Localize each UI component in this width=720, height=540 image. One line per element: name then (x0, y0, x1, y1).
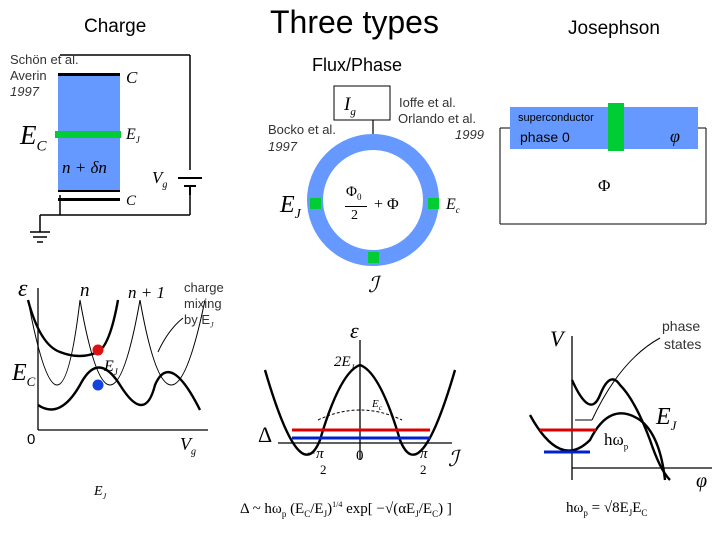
cp-bottom-E-J: EJ (94, 484, 107, 501)
charge-circuit (30, 54, 191, 243)
pp-hw: hωp (604, 430, 629, 452)
ref-year: 1997 (10, 84, 39, 99)
junction-bottom (368, 252, 379, 263)
cp-charge-mixing-2: mixing (184, 296, 222, 311)
ref-schon: Schön et al. (10, 52, 79, 67)
fp-epsilon: ε (350, 318, 359, 343)
cap-C-top: C (126, 68, 138, 87)
ref-averin: Averin (10, 68, 47, 83)
gate-plate (58, 190, 120, 192)
phase-plot (528, 336, 712, 481)
cp-charge-mixing-1: charge (184, 280, 224, 295)
fp-formula: Δ ~ hωp (EC/EJ)1/4 exp[ −√(αEJ/EC) ] (240, 500, 452, 519)
fp-Delta: Δ (258, 422, 273, 447)
capacitor-bottom-plate (58, 198, 120, 201)
cp-E-C: EC (12, 360, 36, 389)
cp-V-g: Vg (180, 434, 196, 458)
cp-E-J: EJ (104, 358, 118, 378)
capacitor-top-plate (58, 73, 120, 76)
label-n-dn: n + δn (62, 158, 107, 177)
cp-epsilon: ε (18, 276, 28, 302)
label-Phi: Φ (598, 176, 611, 195)
header-josephson: Josephson (568, 18, 660, 39)
current-source-box (333, 85, 391, 121)
fp-E-c: Ec (372, 398, 382, 413)
pp-phi: φ (696, 470, 708, 492)
flux-plot (263, 340, 457, 460)
label-I-g: Ig (344, 94, 356, 118)
label-phase-0: phase 0 (520, 129, 570, 145)
flux-fancy-I: ℐ (368, 272, 379, 297)
flux-plus-phi: + Φ (374, 196, 399, 213)
cp-charge-mixing-3: by EJ (184, 312, 214, 330)
pp-states: states (664, 336, 702, 352)
header-main-title: Three types (270, 4, 439, 40)
ref-orlando-year: 1999 (455, 127, 484, 142)
point-blue (92, 379, 104, 391)
flux-ring (307, 134, 439, 266)
charge-plot (26, 288, 208, 431)
flux-half: 2 (351, 208, 358, 223)
fraction-bar (345, 206, 367, 207)
label-superconductor: superconductor (518, 112, 594, 124)
ref-orlando: Orlando et al. (398, 111, 477, 126)
battery-symbol (178, 177, 202, 195)
header-charge: Charge (84, 16, 147, 37)
junction-right (428, 198, 439, 209)
ref-ioffe: Ioffe et al. (399, 95, 456, 110)
cp-n: n (80, 280, 90, 301)
fp-minus-pi2-denom: 2 (320, 462, 327, 477)
junction-loop (499, 127, 707, 225)
label-V-g: Vg (152, 168, 168, 191)
pp-E-J: EJ (656, 404, 677, 433)
pp-V: V (550, 326, 564, 351)
superconductor-bar (510, 107, 698, 149)
charge-mixing-arrow (157, 317, 184, 353)
label-E-C: EC (20, 120, 47, 155)
pp-formula: hωp = √8EJEC (566, 500, 648, 518)
fp-plus-pi2-denom: 2 (420, 462, 427, 477)
flux-label-E-c: Ec (446, 196, 460, 216)
junction-green-bar (55, 131, 121, 138)
ref-bocko-year: 1997 (268, 139, 297, 154)
ref-bocko: Bocko et al. (268, 122, 336, 137)
fp-2EJ: 2EJ (334, 354, 355, 372)
fp-zero: 0 (356, 448, 364, 464)
cp-zero: 0 (27, 431, 36, 448)
label-E-J: EJ (126, 126, 140, 146)
fp-minus-pi2: −π (306, 446, 324, 462)
island-top (58, 75, 120, 131)
fp-plus-pi2: π (420, 446, 428, 462)
flux-phi0: Φ0 (346, 184, 362, 202)
flux-label-E-J: EJ (280, 192, 301, 222)
fp-fancy-I: ℐ (448, 446, 459, 471)
header-flux-phase: Flux/Phase (312, 55, 403, 75)
pp-phase: phase (662, 318, 701, 334)
island-bottom (58, 138, 120, 190)
junction-left (310, 198, 321, 209)
junction-green (608, 103, 624, 151)
point-red (92, 344, 104, 356)
cp-n1: n + 1 (128, 283, 165, 302)
label-phi: φ (670, 126, 680, 146)
cap-C-bottom: C (126, 193, 137, 209)
